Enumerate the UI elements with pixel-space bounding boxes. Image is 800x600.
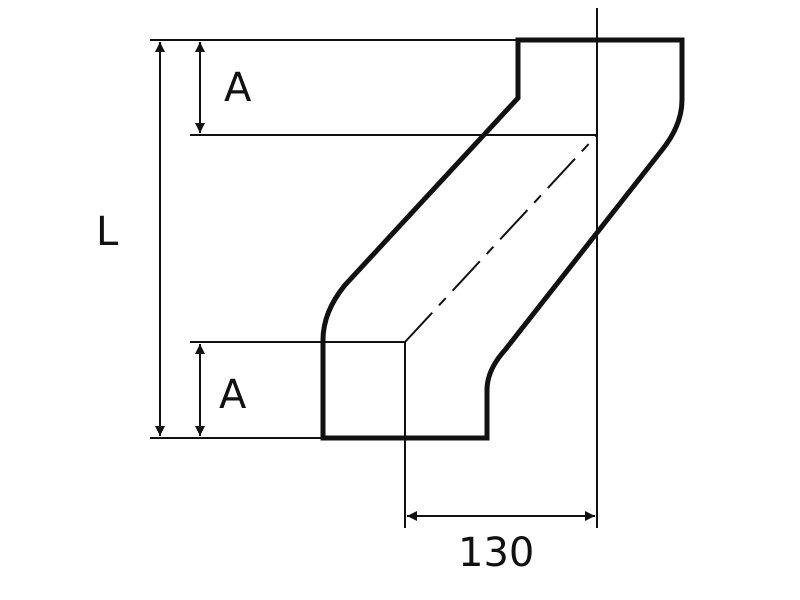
center-axis-line <box>404 134 598 343</box>
top-offset-label: A <box>224 65 252 111</box>
overall-length-label: L <box>96 209 119 255</box>
dimensions: L A A 130 <box>96 42 595 576</box>
pipe-outline <box>320 37 685 441</box>
bottom-offset-label: A <box>219 372 247 418</box>
reference-lines <box>150 8 598 528</box>
part-outline <box>320 37 685 441</box>
horizontal-offset-label: 130 <box>458 530 534 576</box>
